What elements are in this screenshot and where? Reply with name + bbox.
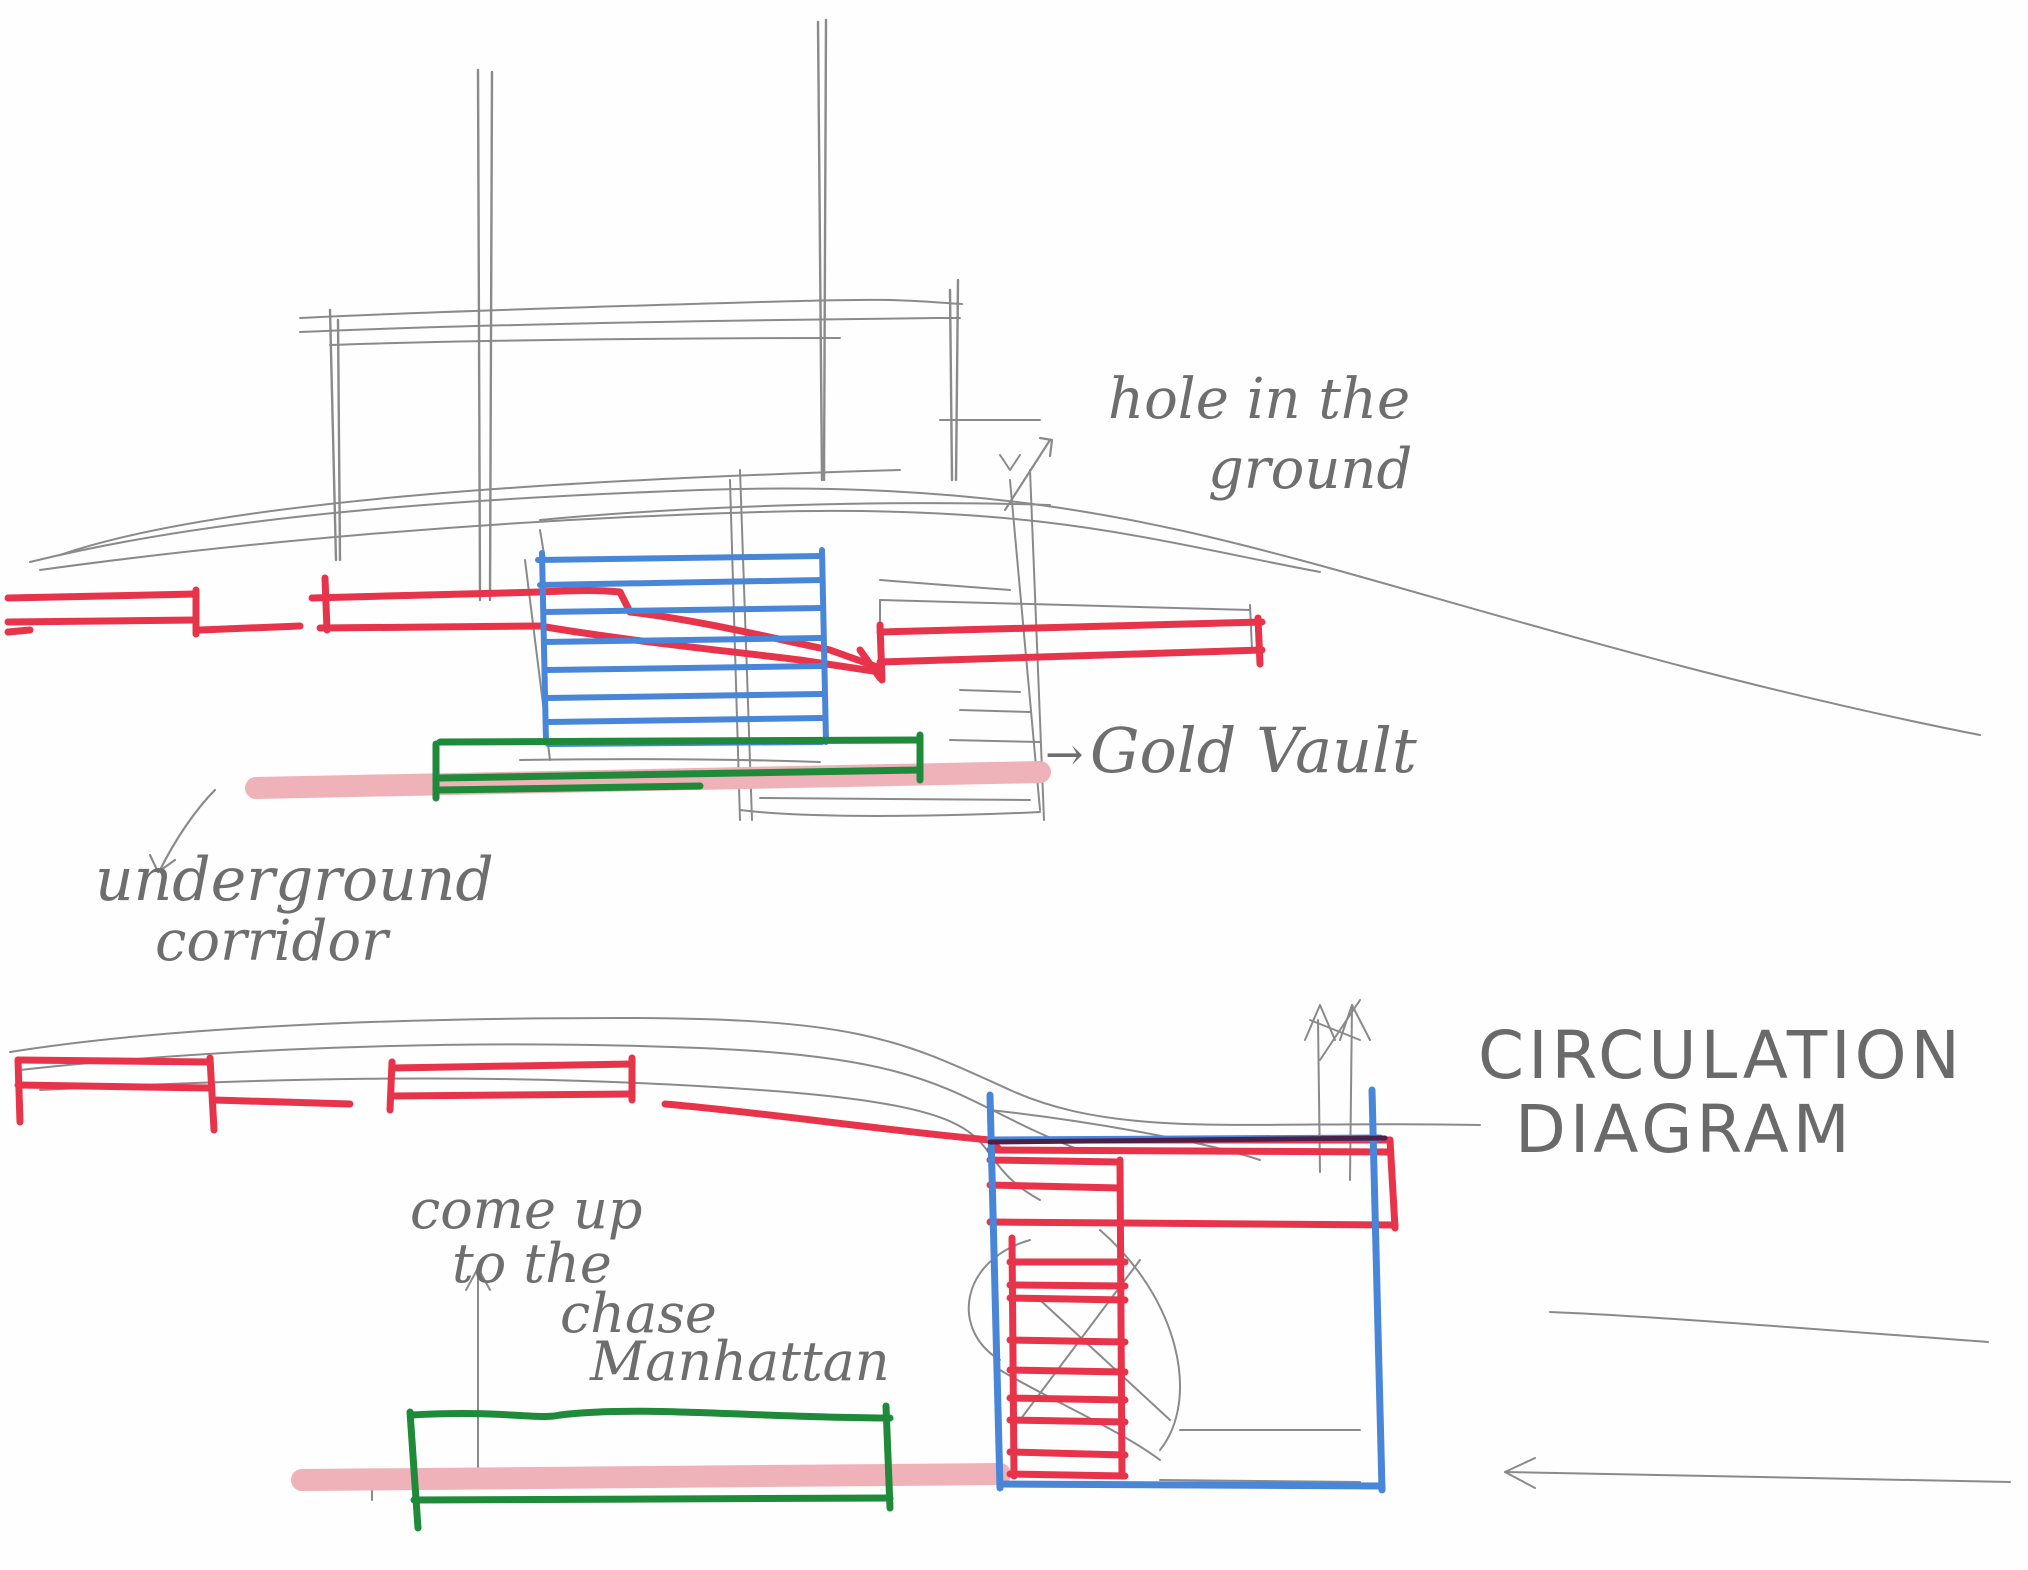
bottom-dark-crossbar [987,1135,1388,1145]
top-green-vault [432,731,924,802]
hole-note-line2: ground [1208,437,1412,502]
come-up-line4: Manhattan [589,1330,890,1393]
corridor-arrow [148,788,217,874]
gold-vault-label: Gold Vault [1090,714,1417,787]
plaza-pencil-lines [29,298,1981,821]
circulation-title-line1: CIRCULATION [1478,1017,1964,1094]
come-up-line2: to the [452,1232,612,1295]
bottom-green-vault [406,1402,894,1532]
bottom-pink-band [291,1463,1011,1491]
vault-arrow-glyph: → [1045,727,1084,781]
come-up-line1: come up [410,1178,642,1241]
hole-arrow [1003,436,1054,512]
circulation-title-line2: DIAGRAM [1515,1091,1854,1168]
gold-vault-pink-band [245,761,1051,799]
top-red-corridors [4,574,1266,684]
come-up-line3: chase [560,1282,717,1345]
corridor-note-line2: corridor [155,909,391,974]
corridor-note-line1: underground [95,845,494,915]
tower-pencil-lines [328,18,960,602]
hole-note-line1: hole in the [1108,367,1410,432]
